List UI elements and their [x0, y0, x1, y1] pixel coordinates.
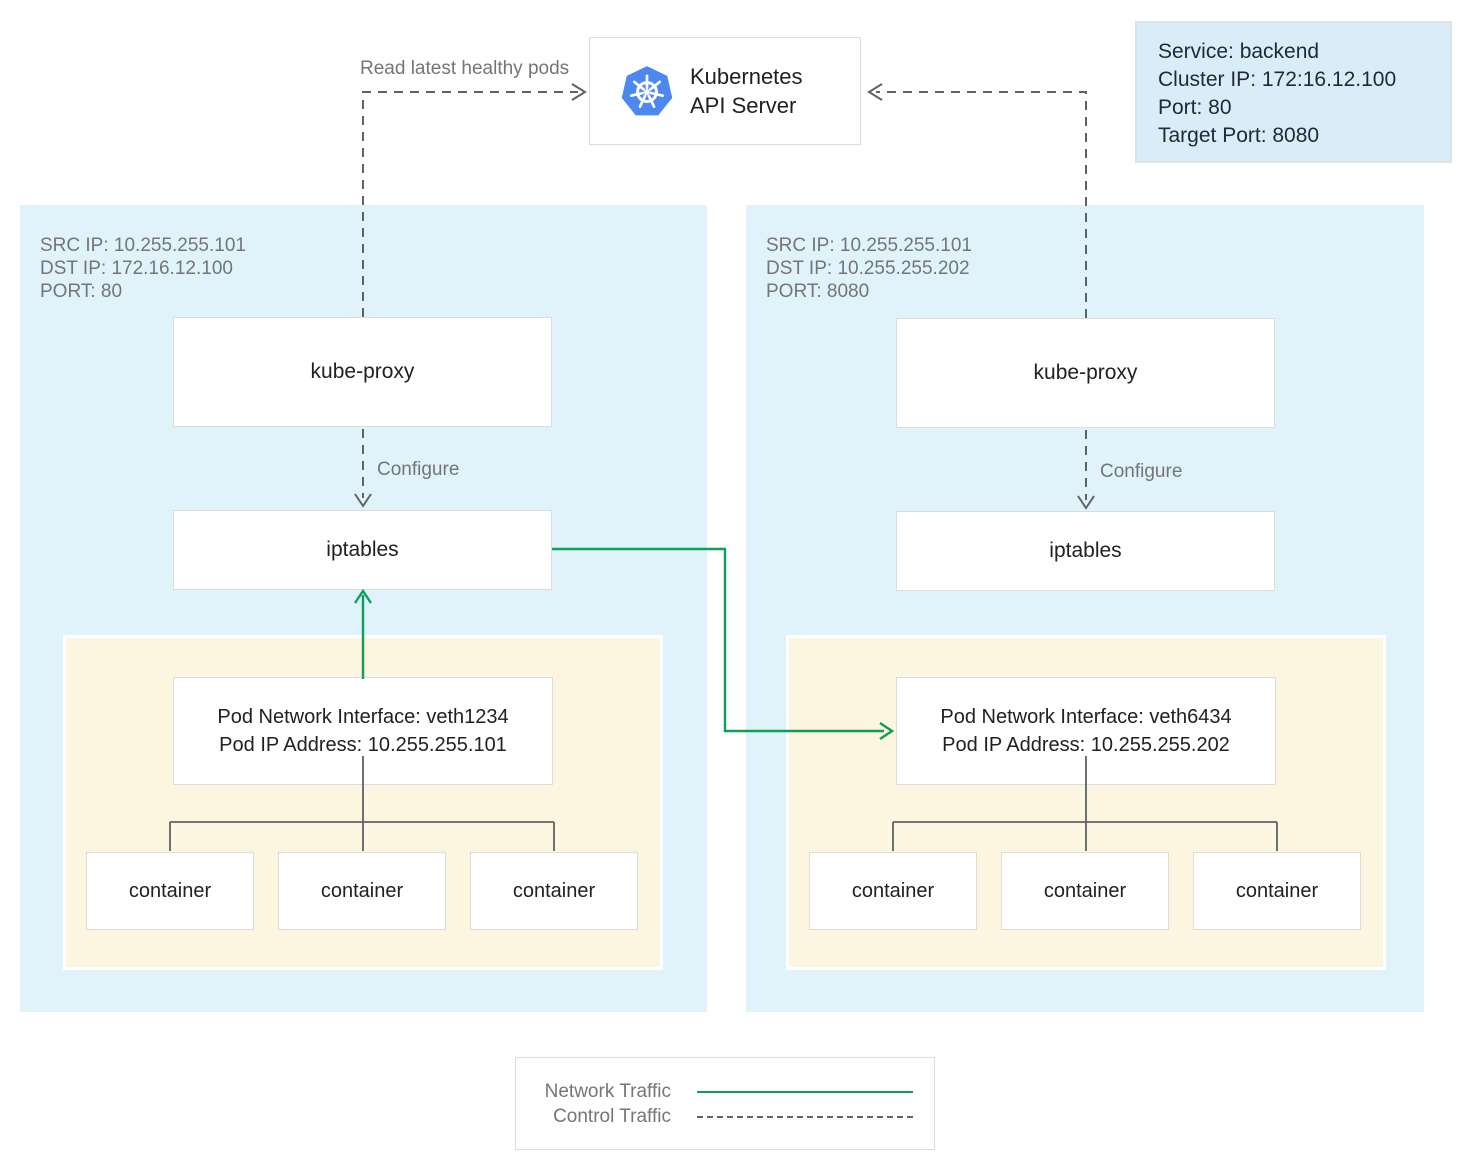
- service-cluster-ip: Cluster IP: 172:16.12.100: [1158, 68, 1397, 91]
- port: PORT: 8080: [766, 281, 870, 302]
- pod-ip-label: Pod IP Address: 10.255.255.101: [219, 734, 507, 756]
- kube-proxy-label: kube-proxy: [1033, 361, 1138, 384]
- legend-box: Network Traffic Control Traffic: [515, 1057, 935, 1150]
- arrowhead-right-icon: [571, 83, 587, 101]
- container-label: container: [320, 879, 404, 902]
- port: PORT: 80: [40, 281, 123, 302]
- service-port: Port: 80: [1158, 96, 1232, 119]
- container-box: container: [470, 852, 638, 930]
- container-box: container: [278, 852, 446, 930]
- service-info-card: Service: backend Cluster IP: 172:16.12.1…: [1135, 21, 1452, 163]
- container-label: container: [851, 879, 935, 902]
- arrowhead-left-icon: [867, 83, 883, 101]
- src-ip: SRC IP: 10.255.255.101: [40, 235, 246, 256]
- legend-row-network: Network Traffic: [516, 1079, 934, 1104]
- iptables-box-left: iptables: [173, 510, 552, 590]
- traffic-info-right: SRC IP: 10.255.255.101 DST IP: 10.255.25…: [766, 234, 972, 303]
- container-label: container: [1235, 879, 1319, 902]
- pod-interface-box-left: Pod Network Interface: veth1234 Pod IP A…: [173, 677, 553, 785]
- legend-control-label: Control Traffic: [553, 1105, 671, 1127]
- configure-label-left: Configure: [377, 459, 460, 480]
- network-traffic-line-icon: [697, 1090, 913, 1093]
- service-name: Service: backend: [1158, 40, 1320, 63]
- kube-proxy-label: kube-proxy: [310, 360, 415, 383]
- pod-interface-box-right: Pod Network Interface: veth6434 Pod IP A…: [896, 677, 1276, 785]
- api-server-label-line2: API Server: [690, 93, 797, 118]
- container-box: container: [809, 852, 977, 930]
- api-server-box: Kubernetes API Server: [589, 37, 861, 145]
- pod-interface-label: Pod Network Interface: veth6434: [940, 706, 1232, 728]
- iptables-box-right: iptables: [896, 511, 1275, 591]
- legend-network-label: Network Traffic: [544, 1080, 671, 1102]
- container-label: container: [512, 879, 596, 902]
- src-ip: SRC IP: 10.255.255.101: [766, 235, 972, 256]
- control-traffic-line-icon: [697, 1115, 913, 1118]
- legend-row-control: Control Traffic: [516, 1104, 934, 1129]
- dst-ip: DST IP: 172.16.12.100: [40, 258, 233, 279]
- read-healthy-pods-label: Read latest healthy pods: [360, 58, 570, 79]
- kubernetes-helm-icon: [620, 63, 674, 120]
- pod-interface-label: Pod Network Interface: veth1234: [217, 706, 509, 728]
- configure-label-right: Configure: [1100, 461, 1183, 482]
- kube-proxy-box-right: kube-proxy: [896, 318, 1275, 428]
- container-box: container: [86, 852, 254, 930]
- container-label: container: [1043, 879, 1127, 902]
- service-target-port: Target Port: 8080: [1158, 124, 1320, 147]
- api-server-label-line1: Kubernetes: [690, 64, 803, 89]
- traffic-info-left: SRC IP: 10.255.255.101 DST IP: 172.16.12…: [40, 234, 246, 303]
- kube-proxy-box-left: kube-proxy: [173, 317, 552, 427]
- container-box: container: [1001, 852, 1169, 930]
- iptables-label: iptables: [326, 538, 399, 561]
- container-label: container: [128, 879, 212, 902]
- container-box: container: [1193, 852, 1361, 930]
- dst-ip: DST IP: 10.255.255.202: [766, 258, 970, 279]
- iptables-label: iptables: [1049, 539, 1122, 562]
- pod-ip-label: Pod IP Address: 10.255.255.202: [942, 734, 1230, 756]
